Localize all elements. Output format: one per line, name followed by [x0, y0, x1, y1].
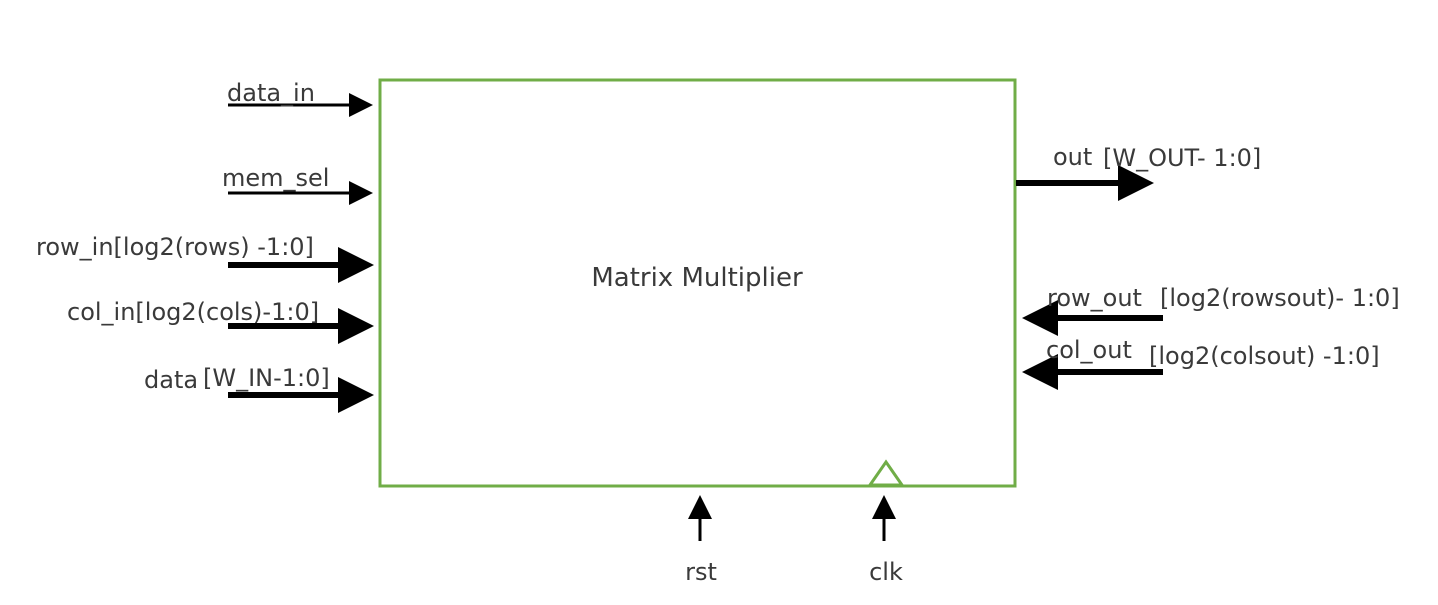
row-out-label: row_out: [1047, 284, 1142, 312]
row-in-label: row_in[log2(rows) -1:0]: [36, 233, 314, 261]
clk-label: clk: [869, 558, 903, 586]
block-title: Matrix Multiplier: [591, 263, 803, 293]
row-out-width-label: [log2(rowsout)- 1:0]: [1160, 284, 1400, 312]
out-width-label: [W_OUT- 1:0]: [1103, 144, 1261, 172]
data-bus-label: data: [144, 366, 198, 394]
rst-label: rst: [685, 558, 717, 586]
col-out-label: col_out: [1046, 336, 1132, 364]
col-in-label: col_in[log2(cols)-1:0]: [67, 298, 319, 326]
col-out-width-label: [log2(colsout) -1:0]: [1149, 342, 1380, 370]
out-label: out: [1053, 143, 1092, 171]
clock-edge-marker: [867, 459, 905, 487]
mem-sel-label: mem_sel: [222, 164, 329, 192]
data-bus-width-label: [W_IN-1:0]: [203, 364, 330, 392]
data-in-label: data_in: [227, 79, 315, 107]
matrix-multiplier-block: [378, 78, 1017, 488]
